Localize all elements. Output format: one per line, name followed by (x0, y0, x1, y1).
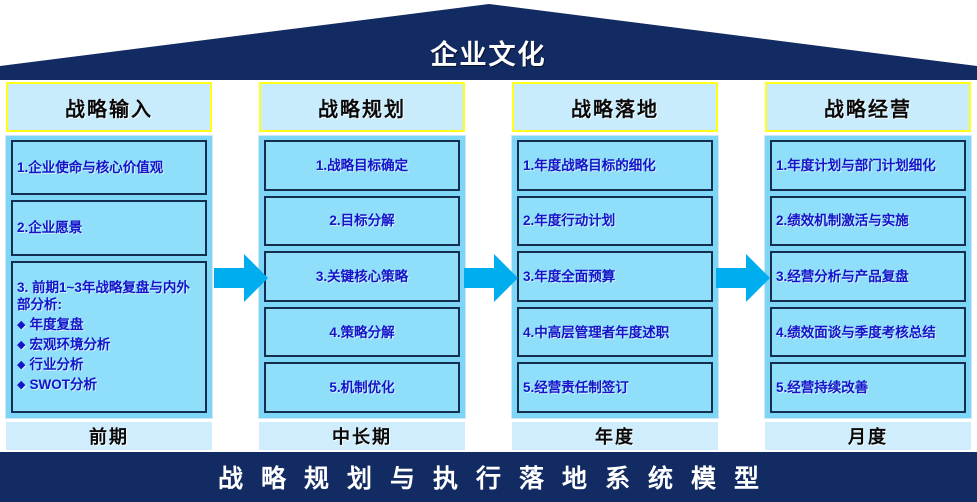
item-box[interactable]: 1.年度战略目标的细化 (517, 140, 713, 191)
item-label: 1.年度计划与部门计划细化 (776, 157, 936, 173)
column-strategy-landing: 战略落地 1.年度战略目标的细化 2.年度行动计划 3.年度全面预算 4.中高层… (512, 82, 718, 450)
base-bar: 战略规划与执行落地系统模型 (0, 452, 977, 502)
column-footer-label-2: 中长期 (332, 427, 392, 447)
column-strategy-input: 战略输入 1.企业使命与核心价值观 2.企业愿景 3. 前期1~3年战略复盘与内… (6, 82, 212, 450)
roof-shape (0, 4, 977, 80)
column-strategy-planning: 战略规划 1.战略目标确定 2.目标分解 3.关键核心策略 4.策略分解 5.机… (259, 82, 465, 450)
column-footer-label-3: 年度 (595, 427, 635, 447)
item-label: 5.经营责任制签订 (523, 380, 629, 396)
item-label: 4.中高层管理者年度述职 (523, 324, 670, 340)
item-sub-list: ◆年度复盘 ◆宏观环境分析 ◆行业分析 ◆SWOT分析 (17, 315, 201, 395)
column-body-3: 1.年度战略目标的细化 2.年度行动计划 3.年度全面预算 4.中高层管理者年度… (512, 136, 718, 418)
column-footer-1: 前期 (6, 422, 212, 450)
item-box[interactable]: 4.绩效面谈与季度考核总结 (770, 306, 966, 358)
item-box[interactable]: 2.绩效机制激活与实施 (770, 195, 966, 247)
column-footer-2: 中长期 (259, 422, 465, 450)
column-header-label-4: 战略经营 (824, 98, 912, 121)
item-box[interactable]: 3.年度全面预算 (517, 251, 713, 302)
item-label: 1.战略目标确定 (315, 157, 409, 173)
item-box[interactable]: 2.企业愿景 (11, 200, 207, 256)
item-label: 1.年度战略目标的细化 (523, 157, 656, 173)
item-box[interactable]: 3.关键核心策略 (264, 251, 460, 302)
column-header-label-3: 战略落地 (571, 98, 659, 121)
item-label: 4.策略分解 (329, 324, 395, 340)
column-footer-label-4: 月度 (848, 427, 888, 447)
column-header-2[interactable]: 战略规划 (259, 82, 465, 132)
item-label: 2.目标分解 (329, 213, 395, 229)
sub-list-item: ◆年度复盘 (17, 315, 201, 335)
column-body-1: 1.企业使命与核心价值观 2.企业愿景 3. 前期1~3年战略复盘与内外部分析:… (6, 136, 212, 418)
item-label: 2.绩效机制激活与实施 (776, 213, 909, 229)
item-label: 1.企业使命与核心价值观 (17, 160, 164, 176)
sub-list-label: 宏观环境分析 (29, 336, 111, 352)
pillar-columns: 战略输入 1.企业使命与核心价值观 2.企业愿景 3. 前期1~3年战略复盘与内… (6, 82, 971, 450)
base-bar-title: 战略规划与执行落地系统模型 (217, 465, 777, 493)
item-box[interactable]: 4.中高层管理者年度述职 (517, 306, 713, 358)
sub-list-label: 年度复盘 (29, 316, 84, 332)
arrow-landing-to-operation-icon (716, 252, 770, 304)
column-header-label-1: 战略输入 (65, 98, 153, 121)
diamond-bullet-icon: ◆ (17, 318, 26, 331)
item-label: 5.经营持续改善 (776, 380, 869, 396)
item-box[interactable]: 2.目标分解 (264, 195, 460, 247)
item-label: 3.关键核心策略 (315, 268, 409, 284)
item-label: 3.年度全面预算 (523, 268, 616, 284)
item-box[interactable]: 5.机制优化 (264, 362, 460, 413)
sub-list-label: 行业分析 (29, 356, 84, 372)
item-box[interactable]: 5.经营责任制签订 (517, 362, 713, 413)
column-header-label-2: 战略规划 (318, 98, 406, 121)
item-label: 2.年度行动计划 (523, 213, 616, 229)
sub-list-item: ◆宏观环境分析 (17, 335, 201, 355)
column-body-4: 1.年度计划与部门计划细化 2.绩效机制激活与实施 3.经营分析与产品复盘 4.… (765, 136, 971, 418)
diamond-bullet-icon: ◆ (17, 358, 26, 371)
item-label: 2.企业愿景 (17, 220, 83, 236)
item-box[interactable]: 1.年度计划与部门计划细化 (770, 140, 966, 191)
item-box[interactable]: 4.策略分解 (264, 306, 460, 358)
column-strategy-operation: 战略经营 1.年度计划与部门计划细化 2.绩效机制激活与实施 3.经营分析与产品… (765, 82, 971, 450)
column-footer-3: 年度 (512, 422, 718, 450)
item-label: 5.机制优化 (329, 380, 395, 396)
item-label: 3. 前期1~3年战略复盘与内外部分析: (17, 279, 190, 312)
diamond-bullet-icon: ◆ (17, 338, 26, 351)
column-footer-4: 月度 (765, 422, 971, 450)
item-box[interactable]: 2.年度行动计划 (517, 195, 713, 247)
item-box[interactable]: 5.经营持续改善 (770, 362, 966, 413)
column-footer-label-1: 前期 (89, 427, 129, 447)
column-header-4[interactable]: 战略经营 (765, 82, 971, 132)
arrow-planning-to-landing-icon (464, 252, 518, 304)
roof-pediment: 企业文化 (0, 0, 977, 80)
column-body-2: 1.战略目标确定 2.目标分解 3.关键核心策略 4.策略分解 5.机制优化 (259, 136, 465, 418)
item-box[interactable]: 1.战略目标确定 (264, 140, 460, 191)
sub-list-item: ◆SWOT分析 (17, 375, 201, 395)
column-header-3[interactable]: 战略落地 (512, 82, 718, 132)
diamond-bullet-icon: ◆ (17, 378, 26, 391)
item-label: 3.经营分析与产品复盘 (776, 268, 909, 284)
item-box[interactable]: 1.企业使命与核心价值观 (11, 140, 207, 196)
sub-list-item: ◆行业分析 (17, 355, 201, 375)
column-header-1[interactable]: 战略输入 (6, 82, 212, 132)
item-box[interactable]: 3.经营分析与产品复盘 (770, 251, 966, 302)
item-box[interactable]: 3. 前期1~3年战略复盘与内外部分析: ◆年度复盘 ◆宏观环境分析 ◆行业分析… (11, 260, 207, 413)
item-label: 4.绩效面谈与季度考核总结 (776, 324, 936, 340)
sub-list-label: SWOT分析 (29, 376, 97, 392)
arrow-input-to-planning-icon (214, 252, 268, 304)
